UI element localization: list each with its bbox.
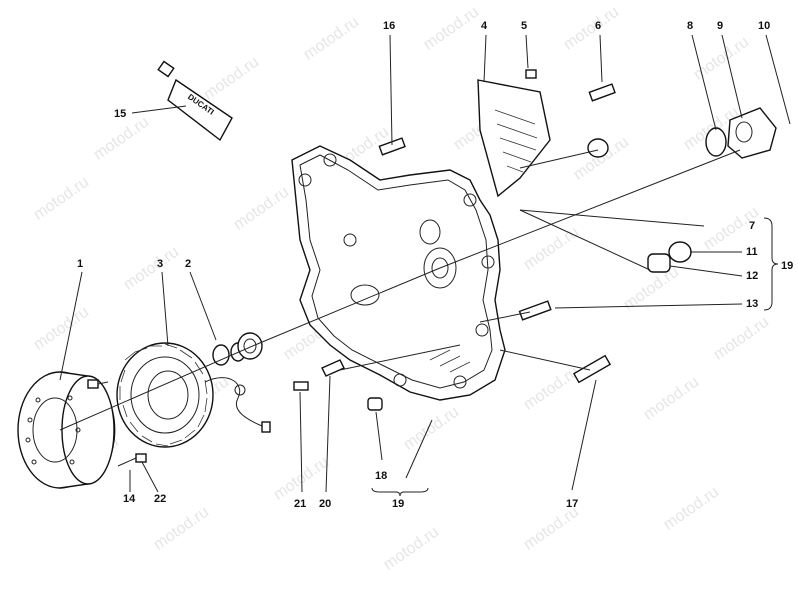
part-label-10: 10	[758, 20, 771, 32]
bolt-part	[293, 69, 616, 411]
part-label-21: 21	[294, 498, 307, 510]
bearing-part	[212, 332, 263, 366]
part-label-14: 14	[123, 493, 136, 505]
part-label-3: 3	[157, 258, 164, 270]
brace	[371, 217, 779, 497]
bushing-part	[587, 138, 692, 273]
flange-part	[705, 107, 777, 159]
part-label-9: 9	[717, 20, 724, 32]
stator-part	[116, 342, 271, 448]
part-label-4: 4	[481, 20, 488, 32]
leader-lines	[59, 34, 791, 493]
part-label-7: 7	[749, 220, 756, 232]
part-label-6: 6	[595, 20, 602, 32]
rotor-part	[17, 371, 116, 489]
part-label-22: 22	[154, 493, 167, 505]
plate-part	[477, 79, 551, 198]
part-label-18: 18	[375, 470, 388, 482]
part-label-2: 2	[185, 258, 192, 270]
part-label-5: 5	[521, 20, 528, 32]
part-label-19-bottom: 19	[392, 498, 405, 510]
cover-part	[291, 145, 506, 401]
part-label-19-right: 19	[781, 260, 794, 272]
screw-part	[87, 379, 147, 467]
part-label-20: 20	[319, 498, 332, 510]
part-label-11: 11	[746, 246, 758, 258]
part-label-15: 15	[114, 108, 127, 120]
part-label-12: 12	[746, 270, 759, 282]
tube-part	[157, 60, 233, 142]
part-label-13: 13	[746, 298, 759, 310]
part-label-8: 8	[687, 20, 694, 32]
part-label-1: 1	[77, 258, 84, 270]
part-label-16: 16	[383, 20, 396, 32]
part-label-17: 17	[566, 498, 579, 510]
